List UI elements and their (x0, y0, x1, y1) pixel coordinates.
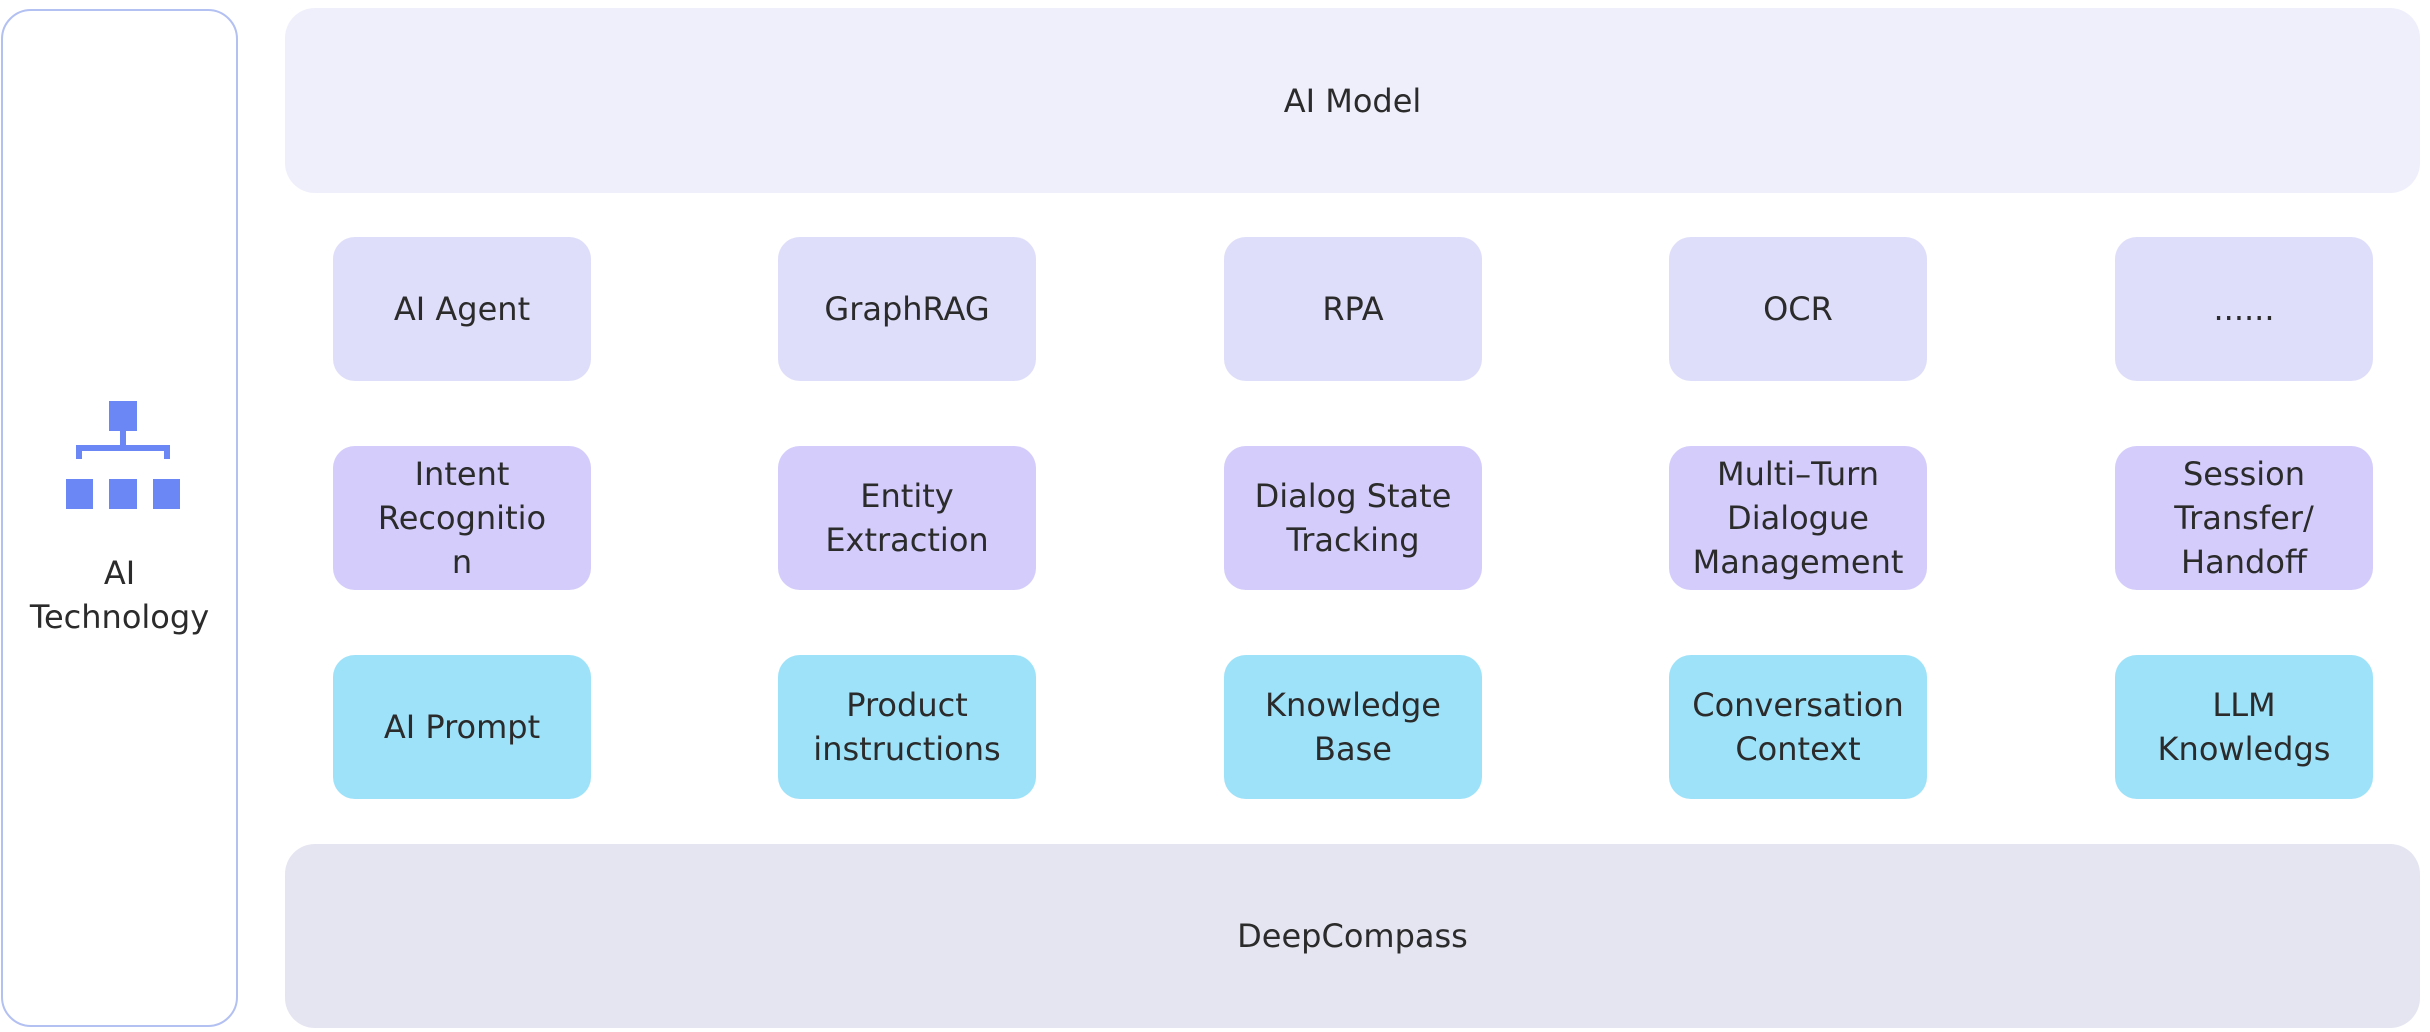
module-knowledge-base: Knowledge Base (1224, 655, 1482, 799)
deepcompass-label: DeepCompass (1237, 917, 1468, 955)
module-multi-turn-dialogue: Multi–Turn Dialogue Management (1669, 446, 1927, 590)
module-more: ...... (2115, 237, 2373, 381)
deepcompass-band: DeepCompass (285, 844, 2420, 1028)
ai-model-label: AI Model (1283, 81, 1422, 120)
module-llm-knowledge: LLM Knowledgs (2115, 655, 2373, 799)
module-product-instructions: Product instructions (778, 655, 1036, 799)
module-graphrag: GraphRAG (778, 237, 1036, 381)
module-rpa: RPA (1224, 237, 1482, 381)
module-dialog-state-tracking: Dialog State Tracking (1224, 446, 1482, 590)
module-grid: AI Agent GraphRAG RPA OCR ...... Intent … (333, 237, 2373, 800)
ai-capabilities-row: AI Agent GraphRAG RPA OCR ...... (333, 237, 2373, 381)
module-ocr: OCR (1669, 237, 1927, 381)
dialogue-capabilities-row: Intent Recognitio n Entity Extraction Di… (333, 446, 2373, 590)
hierarchy-icon (66, 401, 180, 509)
module-intent-recognition: Intent Recognitio n (333, 446, 591, 590)
module-ai-prompt: AI Prompt (333, 655, 591, 799)
module-session-handoff: Session Transfer/ Handoff (2115, 446, 2373, 590)
module-entity-extraction: Entity Extraction (778, 446, 1036, 590)
ai-model-band: AI Model (285, 8, 2420, 193)
module-conversation-context: Conversation Context (1669, 655, 1927, 799)
module-ai-agent: AI Agent (333, 237, 591, 381)
ai-technology-label: AI Technology (29, 554, 210, 636)
knowledge-sources-row: AI Prompt Product instructions Knowledge… (333, 655, 2373, 799)
ai-technology-panel: AI Technology (1, 9, 238, 1027)
